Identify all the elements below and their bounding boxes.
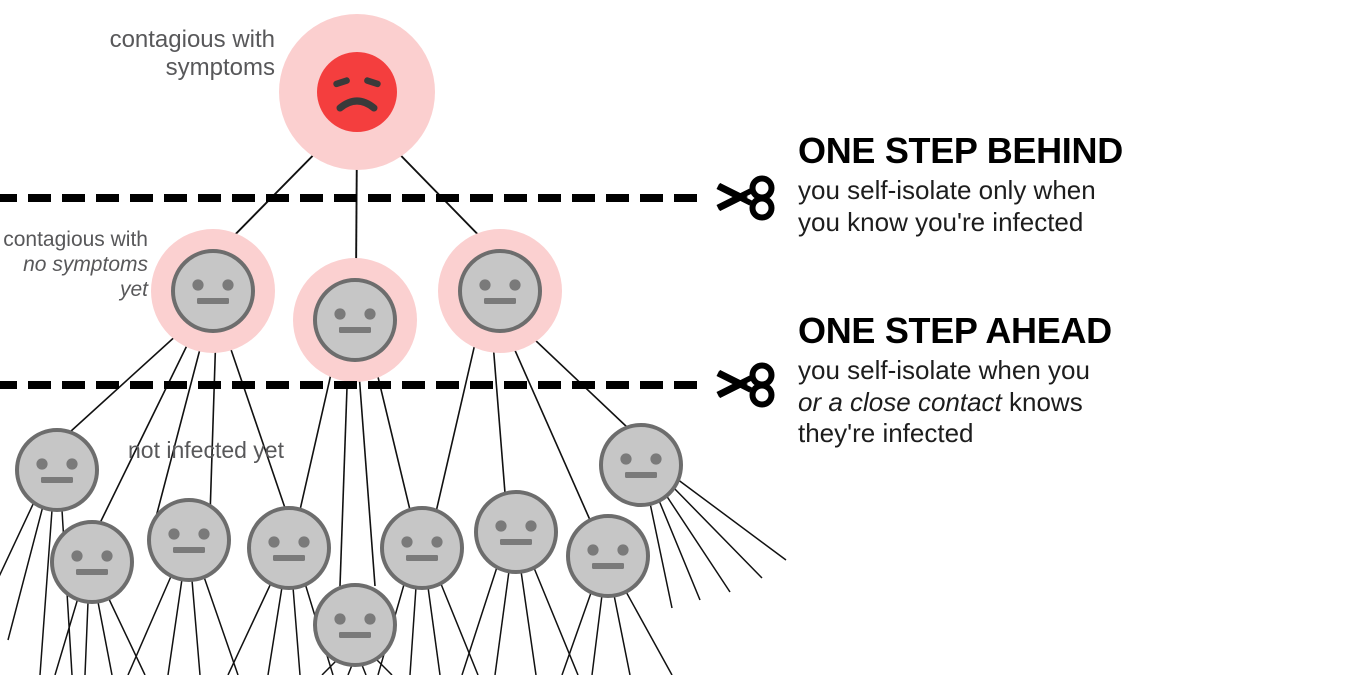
person-node-not-infected: [15, 428, 99, 512]
callout-one-step-behind: ONE STEP BEHIND you self-isolate only wh…: [798, 133, 1218, 238]
person-node-presymptomatic: [313, 278, 397, 362]
person-node-not-infected: [566, 514, 650, 598]
person-node-not-infected: [147, 498, 231, 582]
label-presymptomatic-italic: no symptoms yet: [23, 252, 148, 301]
label-contagious-no-symptoms-yet: contagious with no symptoms yet: [0, 228, 148, 302]
callout-ahead-line-1: you self-isolate when you: [798, 355, 1090, 385]
person-node-not-infected: [599, 423, 683, 507]
callout-one-step-ahead-title: ONE STEP AHEAD: [798, 310, 1112, 351]
callout-one-step-behind-title: ONE STEP BEHIND: [798, 130, 1123, 171]
person-node-not-infected: [313, 583, 397, 667]
label-contagious-with-symptoms: contagious with symptoms: [109, 26, 275, 82]
scissors-icon: [717, 366, 772, 405]
callout-ahead-line-2-italic: or a close contact: [798, 386, 1002, 417]
person-node-index-case: [317, 52, 397, 132]
person-node-presymptomatic: [458, 249, 542, 333]
edges-generation-2-outbound: [0, 475, 787, 675]
callout-ahead-line-2-plain: knows: [1001, 386, 1083, 417]
edges-generation-1-to-2: [69, 321, 629, 587]
label-not-infected-yet: not infected yet: [128, 437, 284, 463]
person-node-not-infected: [50, 520, 134, 604]
callout-behind-line-1: you self-isolate only when: [798, 175, 1096, 205]
callout-one-step-ahead: ONE STEP AHEAD you self-isolate when you…: [798, 313, 1218, 450]
callout-one-step-behind-body: you self-isolate only when you know you'…: [798, 175, 1218, 238]
person-node-not-infected: [247, 506, 331, 590]
person-node-presymptomatic: [171, 249, 255, 333]
label-presymptomatic-plain: contagious with: [3, 228, 148, 251]
callout-ahead-line-2: or a close contact knows: [798, 387, 1218, 419]
person-node-not-infected: [474, 490, 558, 574]
generation-1-nodes: [171, 249, 542, 362]
callout-behind-line-2: you know you're infected: [798, 206, 1084, 237]
callout-ahead-line-3: they're infected: [798, 418, 974, 449]
scissors-icon: [717, 179, 772, 218]
person-node-not-infected: [380, 506, 464, 590]
callout-one-step-ahead-body: you self-isolate when you or a close con…: [798, 355, 1218, 450]
generation-2-nodes: [15, 423, 683, 667]
